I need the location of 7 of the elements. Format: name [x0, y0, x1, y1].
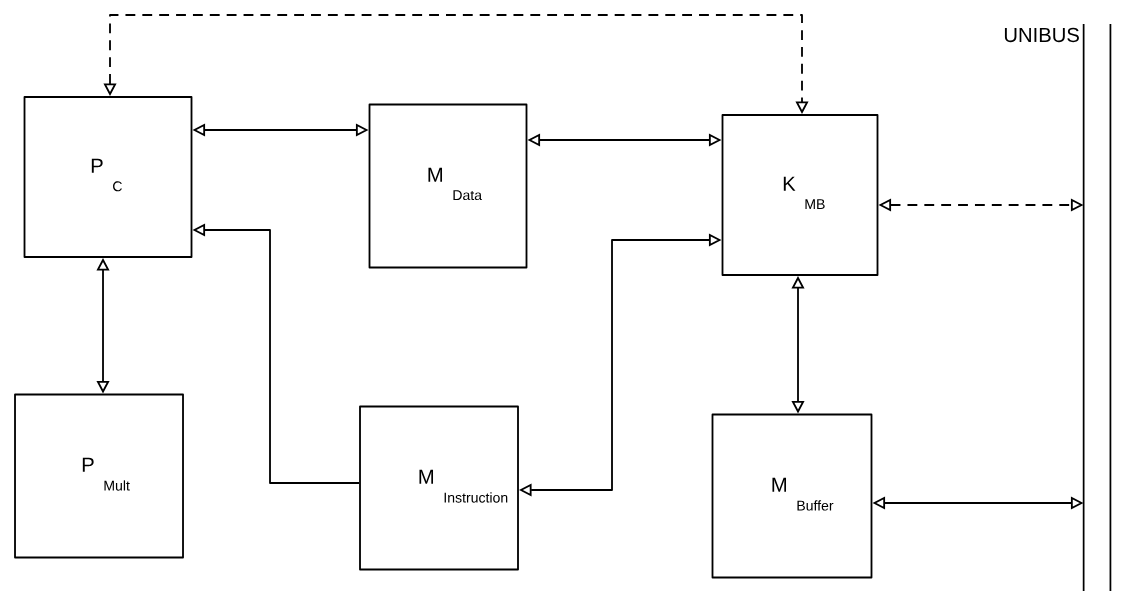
block-box: M Instruction	[359, 405, 519, 571]
block-box: M Buffer	[711, 413, 873, 579]
block-box: K MB	[721, 114, 879, 276]
block-box: P C	[23, 96, 193, 258]
bus-band: UNIBUS	[1004, 23, 1112, 591]
block-box: P Mult	[14, 393, 184, 559]
block-box: M Data	[368, 103, 528, 269]
